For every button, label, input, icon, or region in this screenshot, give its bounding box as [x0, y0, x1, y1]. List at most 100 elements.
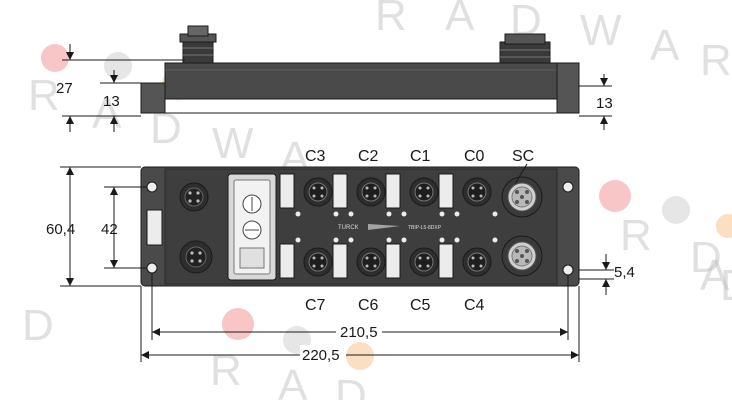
port-label-window — [332, 243, 348, 279]
status-led — [492, 211, 498, 217]
port-label-window — [332, 173, 348, 209]
status-led — [333, 237, 339, 243]
watermark-dot — [346, 342, 374, 370]
brand-text: TURCK — [338, 225, 359, 231]
pin — [471, 186, 475, 190]
pin — [373, 256, 377, 260]
io-port-top — [385, 173, 445, 217]
io-port-top — [332, 173, 392, 217]
pin — [479, 256, 483, 260]
m12-socket-inner — [308, 252, 328, 272]
dim-42: 42 — [101, 221, 118, 238]
dim-right-height: 13 — [579, 74, 613, 130]
watermark-letter: R — [210, 346, 242, 395]
dim-27: 27 — [56, 80, 73, 97]
mounting-hole — [146, 262, 158, 274]
watermark-letter: A — [445, 0, 475, 40]
io-port-bottom — [332, 237, 392, 279]
watermark-letter: R — [375, 0, 407, 40]
io-port-bottom — [438, 237, 498, 279]
watermark-dot — [599, 180, 631, 212]
pin — [426, 186, 430, 190]
status-led — [348, 237, 354, 243]
watermark-letter: D — [720, 261, 732, 310]
dim-hole-offset: 5,4 — [579, 254, 635, 295]
mounting-hole — [562, 181, 574, 193]
dim-210-5: 210,5 — [340, 324, 378, 341]
status-led — [439, 237, 445, 243]
side-view: 27 13 13 — [56, 25, 613, 132]
port-label-c0: C0 — [464, 148, 485, 165]
port-label-c3: C3 — [305, 148, 326, 165]
sc-leader-line — [514, 163, 528, 185]
io-port-top — [279, 173, 339, 217]
dim-hole-spacing-v: 42 — [101, 186, 147, 269]
side-connector-right — [499, 33, 551, 65]
watermark-letter: D — [22, 301, 54, 350]
pin — [365, 256, 369, 260]
pin — [373, 264, 377, 268]
side-flange-left — [140, 82, 166, 114]
pin — [426, 264, 430, 268]
mounting-hole — [146, 181, 158, 193]
pin — [312, 256, 316, 260]
m12-socket-inner — [414, 182, 434, 202]
io-port-bottom — [279, 237, 339, 279]
pin — [365, 186, 369, 190]
port-label-window — [438, 243, 454, 279]
dim-13-left: 13 — [103, 93, 120, 110]
pin — [471, 256, 475, 260]
status-led — [492, 237, 498, 243]
label-window — [146, 209, 163, 246]
port-label-c1: C1 — [410, 148, 431, 165]
side-connector-left — [179, 25, 217, 65]
dim-5-4: 5,4 — [614, 264, 635, 281]
pin — [373, 186, 377, 190]
port-label-c4: C4 — [464, 297, 485, 314]
io-port-top — [438, 173, 498, 217]
watermark-dot — [222, 308, 254, 340]
dim-60-4: 60,4 — [46, 221, 75, 238]
pin — [418, 194, 422, 198]
status-led — [454, 237, 460, 243]
watermark-letter: W — [580, 6, 622, 55]
dim-overall-height: 27 — [56, 44, 185, 132]
pin — [320, 264, 324, 268]
status-led — [333, 211, 339, 217]
m12-socket-inner — [414, 252, 434, 272]
pin — [365, 194, 369, 198]
status-led — [386, 237, 392, 243]
status-led — [439, 211, 445, 217]
status-led — [295, 237, 301, 243]
watermark-dot — [662, 196, 690, 224]
dim-body-height: 13 — [100, 70, 141, 132]
pin — [471, 264, 475, 268]
pin — [365, 264, 369, 268]
pin — [426, 256, 430, 260]
status-led — [295, 211, 301, 217]
mounting-hole — [562, 264, 574, 276]
port-label-window — [279, 243, 295, 279]
watermark-letter: D — [335, 371, 367, 400]
m12-socket-inner — [467, 182, 487, 202]
port-label-window — [385, 243, 401, 279]
port-label-c7: C7 — [305, 297, 326, 314]
side-flange-right — [556, 62, 580, 114]
port-label-window — [438, 173, 454, 209]
pin — [471, 194, 475, 198]
port-label-c2: C2 — [358, 148, 379, 165]
watermark-dot — [104, 52, 132, 80]
power-port-bottom — [501, 235, 543, 277]
watermark-letter: D — [730, 46, 732, 95]
pin — [312, 194, 316, 198]
watermark-letter: A — [700, 251, 730, 300]
pin — [320, 186, 324, 190]
m12-socket-inner — [308, 182, 328, 202]
pin — [418, 186, 422, 190]
dim-hole-spacing-h: 210,5 — [151, 273, 569, 341]
model-text: TBIP-L5-8DXP — [408, 225, 442, 231]
pin — [426, 194, 430, 198]
watermark-letter: A — [92, 89, 122, 138]
pin — [479, 194, 483, 198]
